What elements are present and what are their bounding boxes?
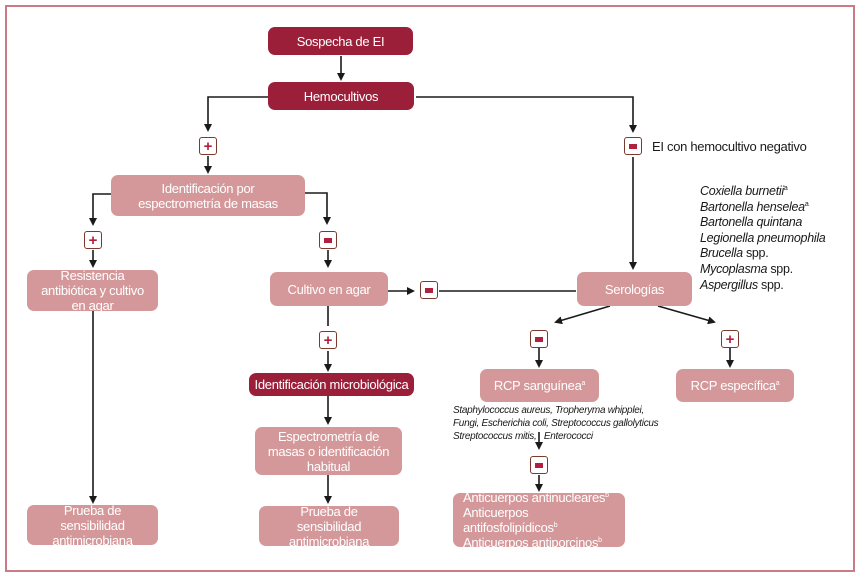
negative-sign-pathogens: [530, 456, 548, 474]
antibody-footnote: b: [605, 492, 609, 499]
node-susceptibility-left-label: Prueba de sensibilidad antimicrobiana: [52, 502, 133, 548]
plus-icon: +: [88, 231, 98, 249]
node-agar-culture: Cultivo en agar: [270, 272, 388, 306]
positive-sign-cultures: +: [199, 137, 217, 155]
pathogen-line: Fungi, Escherichia coli, Streptococcus g…: [453, 418, 659, 429]
positive-sign-serologies: +: [721, 330, 739, 348]
organism-name: Coxiella burnetii: [700, 184, 784, 198]
organism-item: Bartonella quintana: [700, 215, 825, 231]
organism-item: Bartonella henseleaa: [700, 200, 825, 216]
node-blood-pcr-label: RCP sanguíneaa: [493, 378, 586, 393]
node-mass-spec-usual: Espectrometría de masas o identificación…: [255, 427, 402, 475]
antibody-footnote: b: [598, 537, 602, 544]
arrow-massspec-to-negative-right: [305, 192, 331, 225]
node-resistance: Resistencia antibiótica y cultivo en aga…: [27, 268, 158, 313]
node-mass-spec-usual-label: Espectrometría de masas o identificación…: [267, 428, 390, 474]
node-agar-culture-label: Cultivo en agar: [287, 281, 371, 297]
node-susceptibility-center: Prueba de sensibilidad antimicrobiana: [259, 503, 399, 549]
minus-icon: [629, 143, 637, 149]
antibody-item: Anticuerpos antinuclearesb: [463, 490, 609, 505]
organism-item: Legionella pneumophila: [700, 230, 826, 247]
plus-icon: +: [323, 331, 333, 349]
diagram-frame: [5, 5, 855, 572]
arrow-cultures-to-negative: [416, 96, 637, 133]
antibody-text: Anticuerpos antinucleares: [463, 490, 606, 505]
organism-footnote: a: [804, 200, 809, 208]
node-mass-spec-id: Identificación por espectrometría de mas…: [111, 175, 305, 216]
organism-item: Mycoplasma spp.: [700, 262, 825, 278]
specific-pcr-text: RCP específica: [690, 378, 776, 393]
antibody-item: Anticuerpos antiporcinosb: [463, 535, 602, 550]
organism-list: Coxiella burnetiia Bartonella henseleaa …: [700, 184, 826, 294]
organism-suffix: spp.: [767, 261, 793, 276]
node-blood-pcr: RCP sanguíneaa: [480, 369, 599, 402]
antibody-text: Anticuerpos antifosfolipídicos: [463, 505, 554, 535]
arrow-serologies-to-positive: [657, 305, 716, 325]
organism-name: Bartonella henselea: [700, 199, 805, 214]
node-susceptibility-left: Prueba de sensibilidad antimicrobiana: [27, 502, 158, 548]
node-blood-cultures-label: Hemocultivos: [303, 88, 379, 104]
positive-sign-massspec: +: [84, 231, 102, 249]
organism-name: Aspergillus: [700, 277, 758, 292]
node-serologies: Serologías: [577, 272, 692, 306]
blood-pcr-footnote: a: [581, 380, 586, 387]
antibody-text: Anticuerpos antiporcinos: [463, 535, 599, 550]
minus-icon: [324, 237, 332, 243]
blood-pcr-text: RCP sanguínea: [493, 378, 582, 393]
organism-item: Coxiella burnetiia: [700, 184, 825, 200]
organism-suffix: spp.: [742, 246, 769, 261]
pathogen-list: Staphylococcus aureus, Tropheryma whippl…: [453, 404, 659, 443]
arrow-massspec-to-positive-left: [89, 193, 111, 226]
node-mass-spec-id-label: Identificación por espectrometría de mas…: [138, 180, 278, 211]
plus-icon: +: [203, 137, 213, 155]
antibody-footnote: b: [553, 522, 558, 529]
node-susceptibility-center-label: Prueba de sensibilidad antimicrobiana: [288, 503, 370, 549]
node-antibodies: Anticuerpos antinuclearesb Anticuerpos a…: [453, 490, 625, 550]
negative-sign-serologies: [530, 330, 548, 348]
minus-icon: [535, 336, 543, 342]
negative-sign-agar: [420, 281, 438, 299]
node-serologies-label: Serologías: [604, 281, 665, 297]
specific-pcr-footnote: a: [775, 380, 780, 387]
node-specific-pcr: RCP específicaa: [676, 369, 794, 402]
plus-icon: +: [725, 330, 735, 348]
node-suspicion-label: Sospecha de EI: [296, 33, 385, 49]
arrow-cultures-to-positive: [204, 96, 268, 132]
organism-name: Brucella: [700, 246, 743, 261]
label-culture-negative: EI con hemocultivo negativo: [652, 139, 807, 154]
arrow-serologies-to-negative: [554, 305, 611, 325]
positive-sign-agar: +: [319, 331, 337, 349]
minus-icon: [425, 287, 433, 293]
negative-sign-cultures: [624, 137, 642, 155]
organism-name: Legionella pneumophila: [700, 230, 826, 245]
node-microbiological-id: Identificación microbiológica: [249, 373, 414, 396]
node-specific-pcr-label: RCP específicaa: [691, 378, 780, 393]
organism-item: Brucella spp.: [700, 246, 825, 262]
node-resistance-label: Resistencia antibiótica y cultivo en aga…: [41, 268, 144, 313]
organism-item: Aspergillus spp.: [700, 278, 825, 294]
node-suspicion: Sospecha de EI: [268, 27, 413, 55]
pathogen-line: Streptococcus mitis, Enterococci: [453, 431, 593, 442]
node-microbiological-id-label: Identificación microbiológica: [254, 377, 409, 392]
organism-name: Bartonella quintana: [700, 215, 803, 230]
node-blood-cultures: Hemocultivos: [268, 82, 414, 110]
organism-suffix: spp.: [757, 277, 784, 292]
organism-footnote: a: [783, 185, 788, 192]
organism-name: Mycoplasma: [700, 261, 768, 276]
minus-icon: [535, 462, 543, 468]
negative-sign-massspec: [319, 231, 337, 249]
antibody-item: Anticuerpos antifosfolipídicosb: [463, 505, 625, 535]
pathogen-line: Staphylococcus aureus, Tropheryma whippl…: [453, 405, 644, 416]
